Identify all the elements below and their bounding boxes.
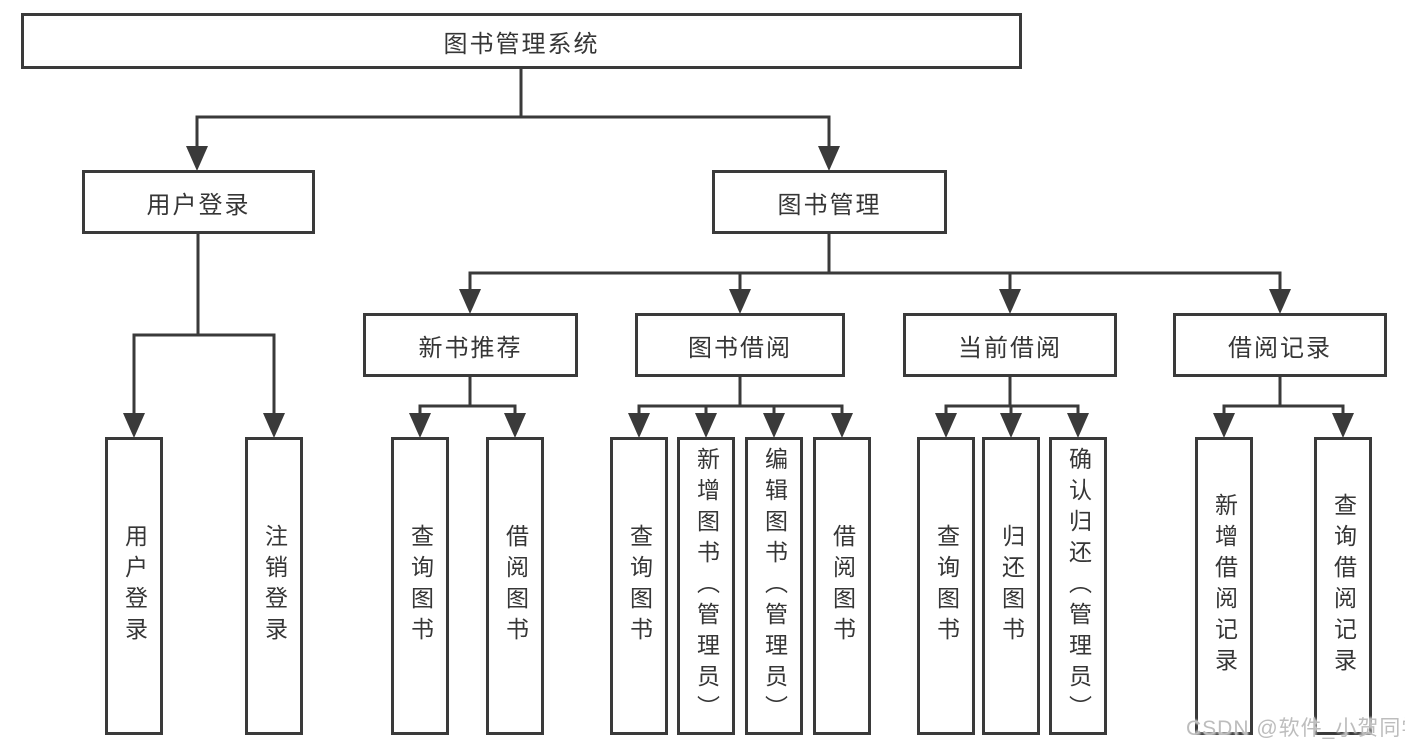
- arrow-down-icon: [263, 413, 285, 438]
- connector-borrow-record-children: [1222, 404, 1345, 416]
- node-label: 新书推荐: [418, 334, 523, 362]
- arrowhead-icons: [123, 146, 1354, 438]
- node-user-login-leaf: 用户登录: [105, 437, 163, 735]
- connector-level3-stems: [468, 377, 1282, 406]
- node-query-borrow-record: 查询借阅记录: [1314, 437, 1372, 735]
- arrow-down-icon: [409, 413, 431, 438]
- node-confirm-return-admin: 确认归还（管理员）: [1049, 437, 1107, 735]
- node-add-borrow-record: 新增借阅记录: [1195, 437, 1253, 735]
- node-label: 用户登录: [146, 191, 251, 219]
- connector-user-login-to-children: [132, 234, 276, 416]
- node-book-borrowing: 图书借阅: [635, 313, 845, 377]
- node-query-books-borrow: 查询图书: [610, 437, 668, 735]
- node-borrow-books-leaf: 借阅图书: [813, 437, 871, 735]
- node-label: 图书管理: [777, 191, 882, 219]
- node-query-books-current: 查询图书: [917, 437, 975, 735]
- arrow-down-icon: [695, 413, 717, 438]
- arrow-down-icon: [1332, 413, 1354, 438]
- node-book-management: 图书管理: [712, 170, 947, 234]
- node-label: 借阅图书: [502, 524, 529, 648]
- node-return-books: 归还图书: [982, 437, 1040, 735]
- node-user-login: 用户登录: [82, 170, 315, 234]
- connector-root-to-level2: [195, 69, 831, 150]
- arrow-down-icon: [459, 289, 481, 314]
- arrow-down-icon: [729, 289, 751, 314]
- node-label: 新增图书（管理员）: [693, 446, 720, 726]
- arrow-down-icon: [935, 413, 957, 438]
- arrow-down-icon: [999, 289, 1021, 314]
- arrow-down-icon: [831, 413, 853, 438]
- node-query-books-recommend: 查询图书: [391, 437, 449, 735]
- arrow-down-icon: [504, 413, 526, 438]
- node-borrowing-records: 借阅记录: [1173, 313, 1387, 377]
- node-label: 查询图书: [407, 524, 434, 648]
- arrow-down-icon: [1213, 413, 1235, 438]
- node-logout: 注销登录: [245, 437, 303, 735]
- node-label: 借阅图书: [829, 524, 856, 648]
- node-current-borrowing: 当前借阅: [903, 313, 1117, 377]
- node-label: 编辑图书（管理员）: [761, 446, 788, 726]
- node-label: 用户登录: [121, 524, 148, 648]
- node-borrow-books-recommend: 借阅图书: [486, 437, 544, 735]
- arrow-down-icon: [1000, 413, 1022, 438]
- node-edit-books-admin: 编辑图书（管理员）: [745, 437, 803, 735]
- node-library-management-system: 图书管理系统: [21, 13, 1022, 69]
- connector-book-borrow-children: [637, 404, 844, 416]
- arrow-down-icon: [1067, 413, 1089, 438]
- watermark: CSDN @软件_小贺同学: [1186, 717, 1405, 740]
- node-label: 查询图书: [933, 524, 960, 648]
- node-new-book-recommendation: 新书推荐: [363, 313, 578, 377]
- connector-new-book-children: [418, 404, 517, 416]
- node-label: 新增借阅记录: [1211, 493, 1238, 679]
- node-label: 查询图书: [626, 524, 653, 648]
- connector-book-management-to-level3: [468, 234, 1282, 292]
- node-label: 注销登录: [261, 524, 288, 648]
- node-add-books-admin: 新增图书（管理员）: [677, 437, 735, 735]
- node-label: 归还图书: [998, 524, 1025, 648]
- arrow-down-icon: [1269, 289, 1291, 314]
- node-label: 借阅记录: [1228, 334, 1332, 362]
- node-label: 当前借阅: [958, 334, 1062, 362]
- arrow-down-icon: [186, 146, 208, 171]
- arrow-down-icon: [763, 413, 785, 438]
- arrow-down-icon: [628, 413, 650, 438]
- node-label: 图书管理系统: [443, 30, 600, 58]
- arrow-down-icon: [818, 146, 840, 171]
- node-label: 查询借阅记录: [1330, 493, 1357, 679]
- arrow-down-icon: [123, 413, 145, 438]
- node-label: 确认归还（管理员）: [1065, 446, 1092, 726]
- node-label: 图书借阅: [688, 334, 792, 362]
